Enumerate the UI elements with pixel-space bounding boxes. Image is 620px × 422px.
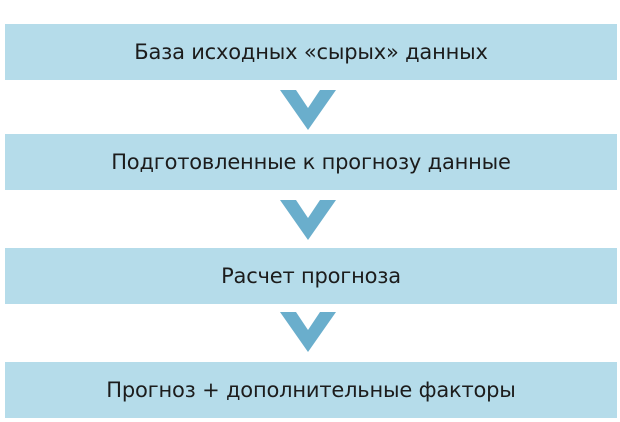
step-label: Подготовленные к прогнозу данные [111, 150, 511, 174]
step-box-prepared-data: Подготовленные к прогнозу данные [5, 134, 617, 190]
step-label: База исходных «сырых» данных [134, 40, 488, 64]
step-box-forecast-plus-factors: Прогноз + дополнительные факторы [5, 362, 617, 418]
step-label: Расчет прогноза [221, 264, 401, 288]
chevron-down-icon [280, 312, 336, 352]
step-box-raw-data: База исходных «сырых» данных [5, 24, 617, 80]
step-box-forecast-calculation: Расчет прогноза [5, 248, 617, 304]
chevron-down-icon [280, 200, 336, 240]
step-label: Прогноз + дополнительные факторы [106, 378, 516, 402]
chevron-down-icon [280, 90, 336, 130]
